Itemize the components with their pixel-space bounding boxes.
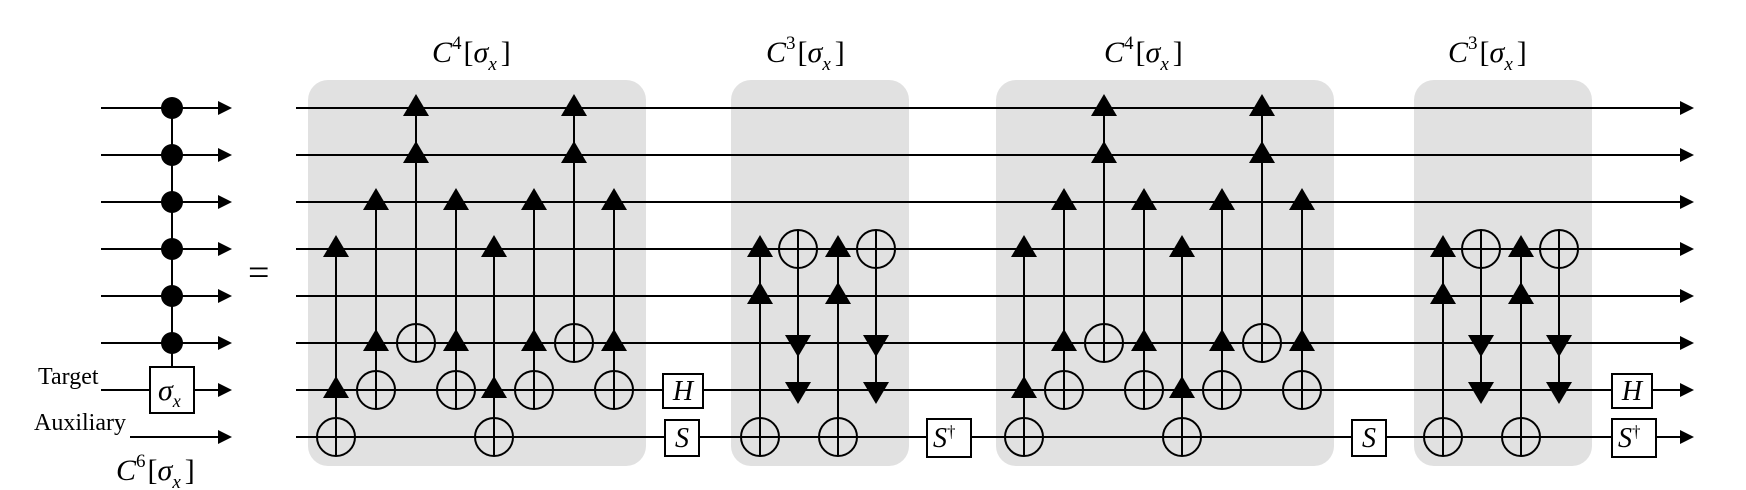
control-triangle-up [403,94,429,116]
h-gate-1-label: H [672,376,695,407]
control-triangle-up [323,235,349,257]
control-triangle-up [1051,188,1077,210]
control-triangle-up [1289,329,1315,351]
control-triangle-up [825,235,851,257]
control-triangle-up [1289,188,1315,210]
control-triangle-up [601,188,627,210]
control-triangle-down [1546,382,1572,404]
control-dot [161,97,183,119]
block-c3-1-background [731,80,909,466]
control-triangle-up [561,94,587,116]
control-triangle-up [1209,188,1235,210]
control-triangle-up [363,329,389,351]
control-triangle-up [443,329,469,351]
control-triangle-up [481,376,507,398]
s-dagger-gate-2 [1611,418,1657,458]
control-triangle-up [1249,94,1275,116]
sigma-x-gate [149,366,195,414]
block-title-4: C3[σx] [1448,33,1527,75]
control-triangle-up [1508,235,1534,257]
lhs-caption: C6[σx] [116,451,195,490]
control-triangle-up [521,329,547,351]
block-title-3: C4[σx] [1104,33,1183,75]
target-label: Target [38,364,99,390]
control-triangle-up [561,141,587,163]
control-triangle-up [1169,376,1195,398]
control-triangle-down [1546,335,1572,357]
control-triangle-down [785,335,811,357]
s-gate-2 [1351,419,1387,457]
control-triangle-down [1468,382,1494,404]
control-triangle-up [825,282,851,304]
control-dot [161,285,183,307]
h-gate-2 [1611,373,1653,409]
auxiliary-label: Auxiliary [34,410,126,436]
control-triangle-up [1131,329,1157,351]
lhs-wires [101,101,232,444]
control-triangle-up [521,188,547,210]
s-gate-1 [664,419,700,457]
control-triangle-up [1169,235,1195,257]
lhs-controlled-gate: σx [149,97,195,414]
block-title-2: C3[σx] [766,33,845,75]
control-triangle-up [403,141,429,163]
control-triangle-up [1051,329,1077,351]
block-c3-2-background [1414,80,1592,466]
s-gate-1-label: S [675,423,689,454]
control-triangle-up [1209,329,1235,351]
control-triangle-up [1011,376,1037,398]
block-c4-1-background [308,80,646,466]
block-title-1: C4[σx] [432,33,511,75]
control-dot [161,238,183,260]
control-triangle-up [747,235,773,257]
control-triangle-up [1430,282,1456,304]
control-triangle-up [1249,141,1275,163]
single-qubit-gates: H S S† S H S† [662,373,1657,458]
h-gate-2-label: H [1621,376,1644,407]
control-triangle-down [863,382,889,404]
control-triangle-up [1508,282,1534,304]
control-triangle-up [747,282,773,304]
sigma-x-gate-label: σx [158,374,181,411]
control-triangle-up [363,188,389,210]
control-triangle-up [323,376,349,398]
control-triangle-up [1131,188,1157,210]
control-triangle-up [1430,235,1456,257]
s-dagger-gate-1-label: S† [933,422,956,454]
s-dagger-gate-2-label: S† [1618,422,1641,454]
s-dagger-gate-1 [926,418,972,458]
control-dot [161,191,183,213]
control-dot [161,332,183,354]
control-triangle-up [443,188,469,210]
equals-sign: = [248,252,269,294]
control-triangle-down [1468,335,1494,357]
h-gate-1 [662,373,704,409]
control-triangle-down [863,335,889,357]
control-triangle-up [1091,141,1117,163]
control-triangle-down [785,382,811,404]
block-c4-2-background [996,80,1334,466]
control-triangle-up [1011,235,1037,257]
s-gate-2-label: S [1362,423,1376,454]
control-dot [161,144,183,166]
rhs-controlled-operations [316,94,1579,457]
control-triangle-up [1091,94,1117,116]
control-triangle-up [601,329,627,351]
control-triangle-up [481,235,507,257]
